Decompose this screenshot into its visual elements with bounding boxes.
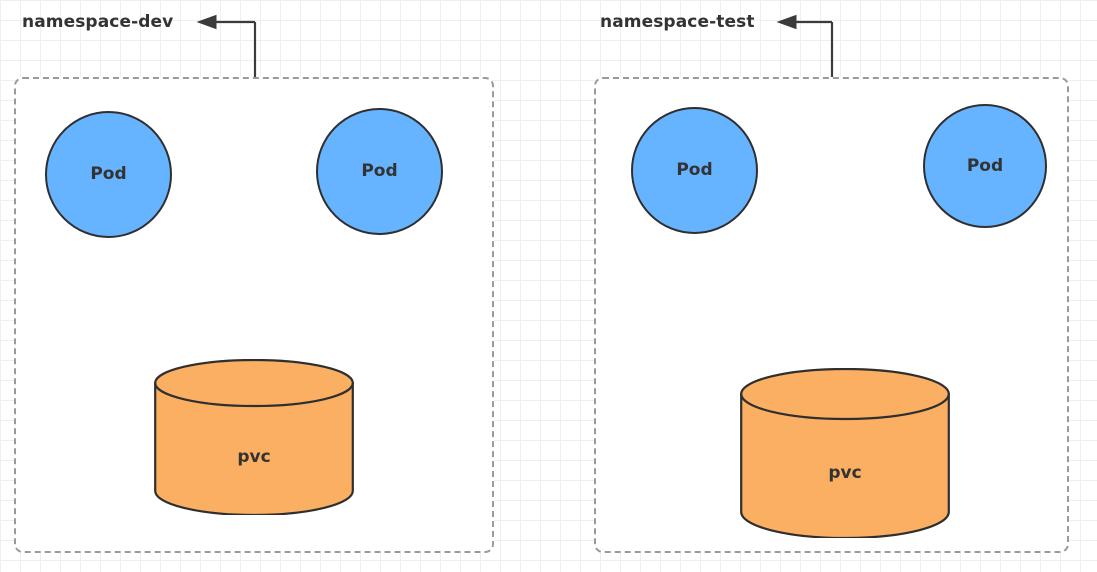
pvc-label: pvc: [828, 463, 862, 483]
pod-dev-2[interactable]: Pod: [316, 108, 443, 235]
pod-label: Pod: [90, 164, 127, 184]
namespace-label-test: namespace-test: [600, 12, 755, 32]
pod-label: Pod: [676, 160, 713, 180]
pvc-label: pvc: [237, 447, 271, 467]
pod-test-1[interactable]: Pod: [631, 107, 758, 234]
pod-label: Pod: [361, 161, 398, 181]
connector-arrow-test: [776, 14, 834, 78]
pod-dev-1[interactable]: Pod: [45, 111, 172, 238]
pvc-cylinder-dev[interactable]: pvc: [154, 359, 354, 515]
namespace-label-dev: namespace-dev: [22, 12, 174, 32]
pod-test-2[interactable]: Pod: [923, 104, 1047, 228]
pod-label: Pod: [966, 155, 1004, 176]
connector-arrow-dev: [196, 14, 257, 78]
pvc-cylinder-test[interactable]: pvc: [740, 368, 950, 538]
